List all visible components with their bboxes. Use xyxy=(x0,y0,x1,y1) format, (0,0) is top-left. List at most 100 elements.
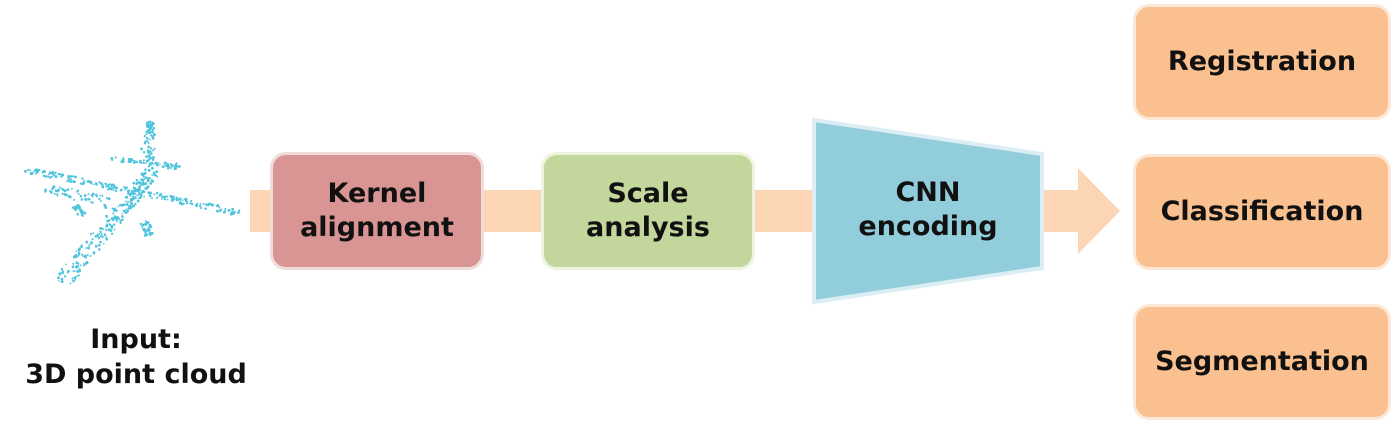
point-cloud-dot xyxy=(58,186,61,189)
point-cloud-dot xyxy=(145,136,149,140)
point-cloud-dot xyxy=(139,193,143,196)
point-cloud-dot xyxy=(159,163,161,166)
point-cloud-dot xyxy=(233,211,236,214)
point-cloud-dot xyxy=(150,231,154,235)
point-cloud-dot xyxy=(58,272,61,275)
point-cloud-dot xyxy=(70,180,73,183)
point-cloud-dot xyxy=(151,174,154,176)
point-cloud-dot xyxy=(157,161,160,164)
point-cloud-dot xyxy=(100,182,103,185)
point-cloud-dot xyxy=(75,267,78,270)
point-cloud-dot xyxy=(105,228,108,232)
point-cloud-dot xyxy=(75,261,78,265)
point-cloud-dot xyxy=(132,205,135,208)
point-cloud-dot xyxy=(57,190,60,193)
point-cloud-dot xyxy=(149,181,153,185)
point-cloud-dot xyxy=(114,189,118,193)
point-cloud-dot xyxy=(99,200,102,203)
point-cloud-dot xyxy=(61,173,65,177)
point-cloud-dot xyxy=(78,207,81,210)
point-cloud-dot xyxy=(184,198,186,201)
point-cloud-dot xyxy=(92,183,95,186)
point-cloud-dot xyxy=(153,147,156,150)
point-cloud-dot xyxy=(94,244,98,248)
point-cloud-dot xyxy=(136,199,140,203)
point-cloud-dot xyxy=(57,188,61,192)
point-cloud-dot xyxy=(51,187,54,191)
point-cloud-dot xyxy=(147,145,150,149)
point-cloud-dot xyxy=(195,204,199,207)
point-cloud-dot xyxy=(88,244,91,247)
point-cloud-dot xyxy=(57,276,60,280)
point-cloud-dot xyxy=(99,230,102,234)
point-cloud-dot xyxy=(60,280,63,283)
point-cloud-dot xyxy=(146,125,148,127)
point-cloud-dot xyxy=(69,178,72,181)
flow-arrow-segment-2 xyxy=(482,190,544,232)
point-cloud-dot xyxy=(150,166,154,170)
point-cloud-dot xyxy=(100,233,103,235)
point-cloud-dot xyxy=(90,182,93,185)
point-cloud-dot xyxy=(79,264,82,267)
point-cloud-dot xyxy=(145,187,148,190)
point-cloud-dot xyxy=(98,243,101,247)
point-cloud-dot xyxy=(76,213,79,216)
point-cloud-dot xyxy=(148,226,151,229)
point-cloud-dot xyxy=(146,121,149,125)
point-cloud-dot xyxy=(170,196,174,199)
point-cloud-dot xyxy=(131,190,135,194)
point-cloud-dot xyxy=(91,238,94,241)
point-cloud-dot xyxy=(35,168,38,171)
point-cloud-dot xyxy=(90,232,93,236)
point-cloud-dot xyxy=(121,218,124,221)
point-cloud-dot xyxy=(134,188,137,191)
point-cloud-dot xyxy=(91,195,94,198)
point-cloud-dot xyxy=(54,171,57,175)
point-cloud-dot xyxy=(155,191,159,195)
point-cloud-dot xyxy=(69,195,72,198)
point-cloud-dot xyxy=(98,233,101,235)
point-cloud-dot xyxy=(110,232,114,235)
point-cloud-dot xyxy=(145,162,147,164)
point-cloud-dot xyxy=(121,212,124,215)
point-cloud-dot xyxy=(44,188,47,192)
point-cloud-dot xyxy=(145,224,147,226)
point-cloud-dot xyxy=(105,185,107,188)
point-cloud-dot xyxy=(51,171,55,174)
point-cloud-dot xyxy=(61,188,65,191)
point-cloud-dot xyxy=(178,201,182,205)
point-cloud-dot xyxy=(75,250,78,253)
point-cloud-dot xyxy=(48,171,52,175)
point-cloud-dot xyxy=(122,203,126,207)
point-cloud-dot xyxy=(99,194,102,197)
point-cloud-dot xyxy=(92,251,96,254)
point-cloud-dot xyxy=(81,177,84,180)
point-cloud-dot xyxy=(65,263,67,266)
point-cloud-dot xyxy=(97,236,101,240)
point-cloud-dot xyxy=(117,205,120,208)
point-cloud-dot xyxy=(105,197,108,200)
point-cloud-dot xyxy=(207,204,210,207)
point-cloud-dot xyxy=(53,193,56,195)
point-cloud-dot xyxy=(105,214,109,218)
point-cloud-dot xyxy=(132,161,136,164)
point-cloud-dot xyxy=(218,206,221,209)
point-cloud-dot xyxy=(77,192,80,195)
point-cloud-dot xyxy=(87,193,90,196)
point-cloud-dot xyxy=(147,142,150,145)
point-cloud-dot xyxy=(80,198,84,201)
scale-analysis-box: Scale analysis xyxy=(541,152,755,270)
point-cloud-dot xyxy=(115,209,118,212)
point-cloud-dot xyxy=(151,158,155,161)
point-cloud-dot xyxy=(237,209,241,212)
point-cloud-dot xyxy=(111,187,114,190)
point-cloud-dot xyxy=(106,184,110,188)
point-cloud-dot xyxy=(54,189,58,193)
point-cloud-dot xyxy=(31,172,34,175)
point-cloud-dot xyxy=(126,201,130,204)
point-cloud-dot xyxy=(216,209,220,213)
point-cloud-dot xyxy=(60,268,64,271)
point-cloud-dot xyxy=(56,194,59,197)
point-cloud-dot xyxy=(175,164,179,168)
point-cloud-dot xyxy=(66,271,69,274)
